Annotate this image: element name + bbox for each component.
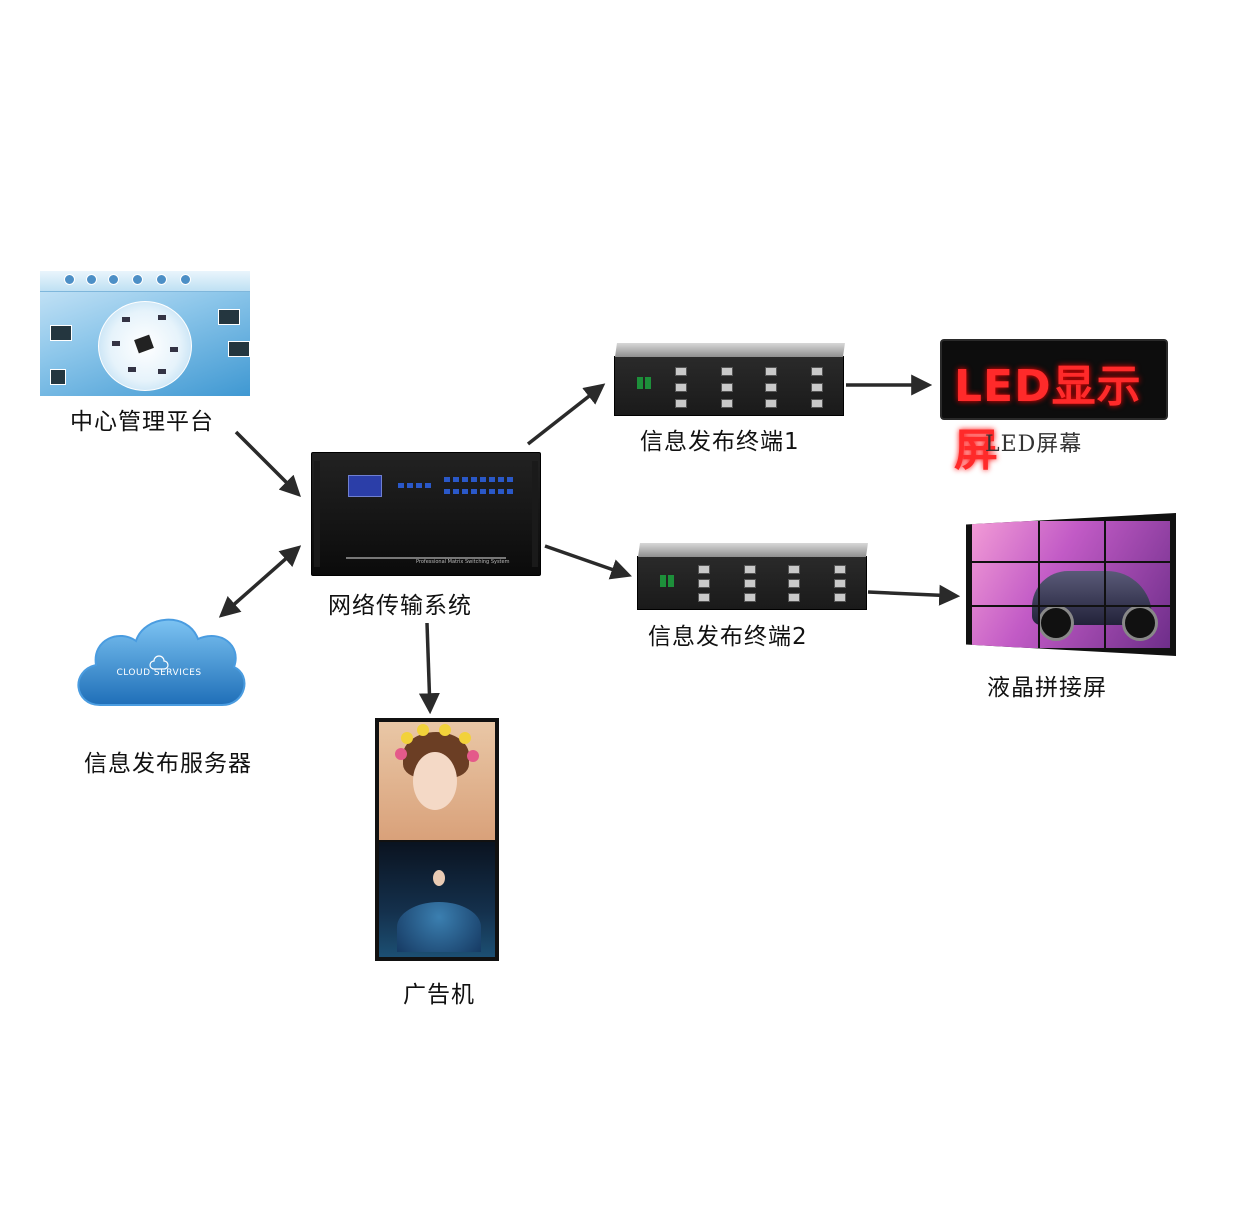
advertising-display <box>375 718 499 961</box>
lcd-display <box>348 475 382 497</box>
arrow-terminal2-to-wall <box>867 584 961 606</box>
arrow-network-to-terminal2 <box>544 544 632 580</box>
cloud-label: CLOUD SERVICES <box>116 668 202 678</box>
label-network: 网络传输系统 <box>328 593 472 619</box>
label-ad-machine: 广告机 <box>403 982 475 1008</box>
label-led-screen: LED屏幕 <box>985 432 1083 457</box>
device-thumbnail <box>50 369 66 385</box>
terminal-1-device <box>614 343 845 416</box>
label-platform: 中心管理平台 <box>70 409 214 435</box>
arrow-cloud-network <box>218 545 302 618</box>
label-server: 信息发布服务器 <box>84 751 252 777</box>
cloud-icon <box>77 618 246 706</box>
cloud-graphic: CLOUD SERVICES <box>70 605 248 717</box>
device-thumbnail <box>228 341 250 357</box>
device-thumbnail <box>218 309 240 325</box>
label-terminal-2: 信息发布终端2 <box>648 624 808 650</box>
arrow-network-to-terminal1 <box>526 383 606 446</box>
label-terminal-1: 信息发布终端1 <box>640 429 800 455</box>
ad-image-gown <box>379 842 495 957</box>
management-platform-screenshot <box>40 271 250 396</box>
arrow-platform-to-network <box>234 430 301 497</box>
label-lcd-wall: 液晶拼接屏 <box>987 675 1107 701</box>
lcd-video-wall <box>966 513 1176 656</box>
led-sign: LED显示屏 <box>940 339 1168 476</box>
ad-image-portrait <box>379 722 495 840</box>
chassis-caption: Professional Matrix Switching System <box>416 559 510 565</box>
network-transmission-chassis: Professional Matrix Switching System <box>311 452 541 576</box>
arrow-network-to-ad <box>418 622 440 715</box>
led-sign-text: LED显示屏 <box>954 361 1142 476</box>
device-thumbnail <box>50 325 72 341</box>
terminal-2-device <box>637 543 868 610</box>
platform-toolbar <box>40 271 250 292</box>
